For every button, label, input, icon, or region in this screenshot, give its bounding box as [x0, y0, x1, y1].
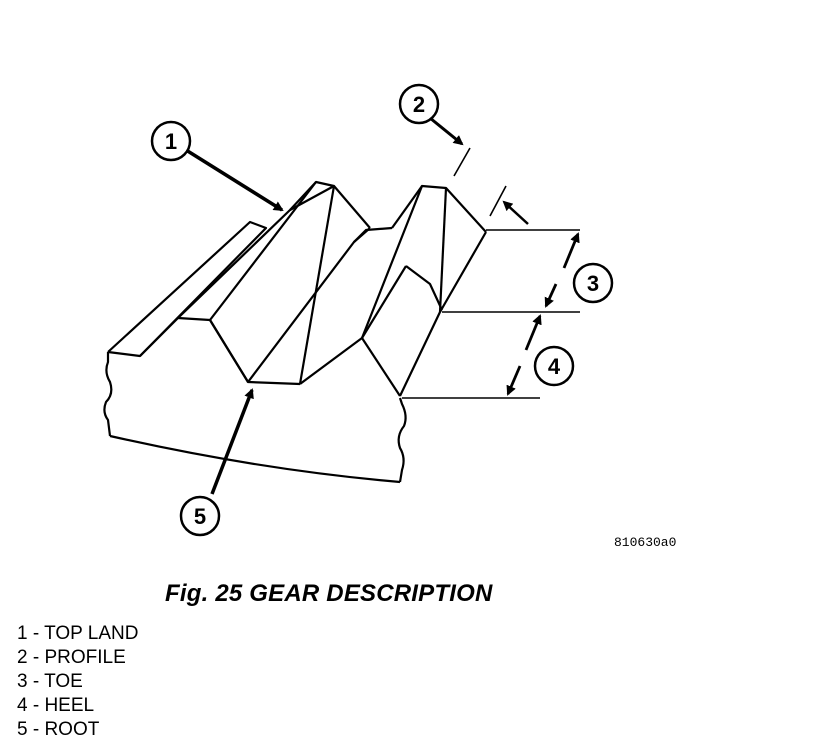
callout-3: 3	[572, 262, 614, 304]
svg-text:3: 3	[587, 271, 599, 296]
arrow-root	[210, 388, 254, 495]
figure-caption: Fig. 25 GEAR DESCRIPTION	[165, 580, 493, 607]
arrow-top-land	[185, 148, 284, 212]
arrow-profile	[429, 116, 464, 146]
legend-item: 3 - TOE	[17, 671, 83, 692]
gear-body	[103, 180, 487, 484]
svg-text:4: 4	[548, 354, 561, 379]
legend-list: 1 - TOP LAND 2 - PROFILE 3 - TOE 4 - HEE…	[17, 622, 138, 742]
callout-1: 1	[150, 120, 192, 162]
legend-item: 2 - PROFILE	[17, 647, 126, 668]
callout-arrows	[185, 116, 580, 495]
arrow-heel-down	[506, 365, 522, 396]
arrow-profile-tip	[502, 200, 529, 225]
figure-code: 810630a0	[614, 535, 676, 550]
legend-item: 5 - ROOT	[17, 719, 100, 740]
svg-text:5: 5	[194, 504, 206, 529]
svg-text:2: 2	[413, 92, 425, 117]
callout-4: 4	[533, 345, 575, 387]
svg-text:1: 1	[165, 129, 177, 154]
dimension-lines	[402, 147, 580, 399]
callout-2: 2	[398, 83, 440, 125]
arrow-toe-up	[562, 232, 580, 269]
legend-item: 1 - TOP LAND	[17, 623, 139, 644]
callout-5: 5	[179, 495, 221, 537]
arrow-heel-up	[524, 314, 542, 351]
legend-item: 4 - HEEL	[17, 695, 95, 716]
gear-diagram: 1 2 3 4 5 810630a0	[103, 83, 676, 550]
arrow-toe-down	[544, 283, 558, 308]
